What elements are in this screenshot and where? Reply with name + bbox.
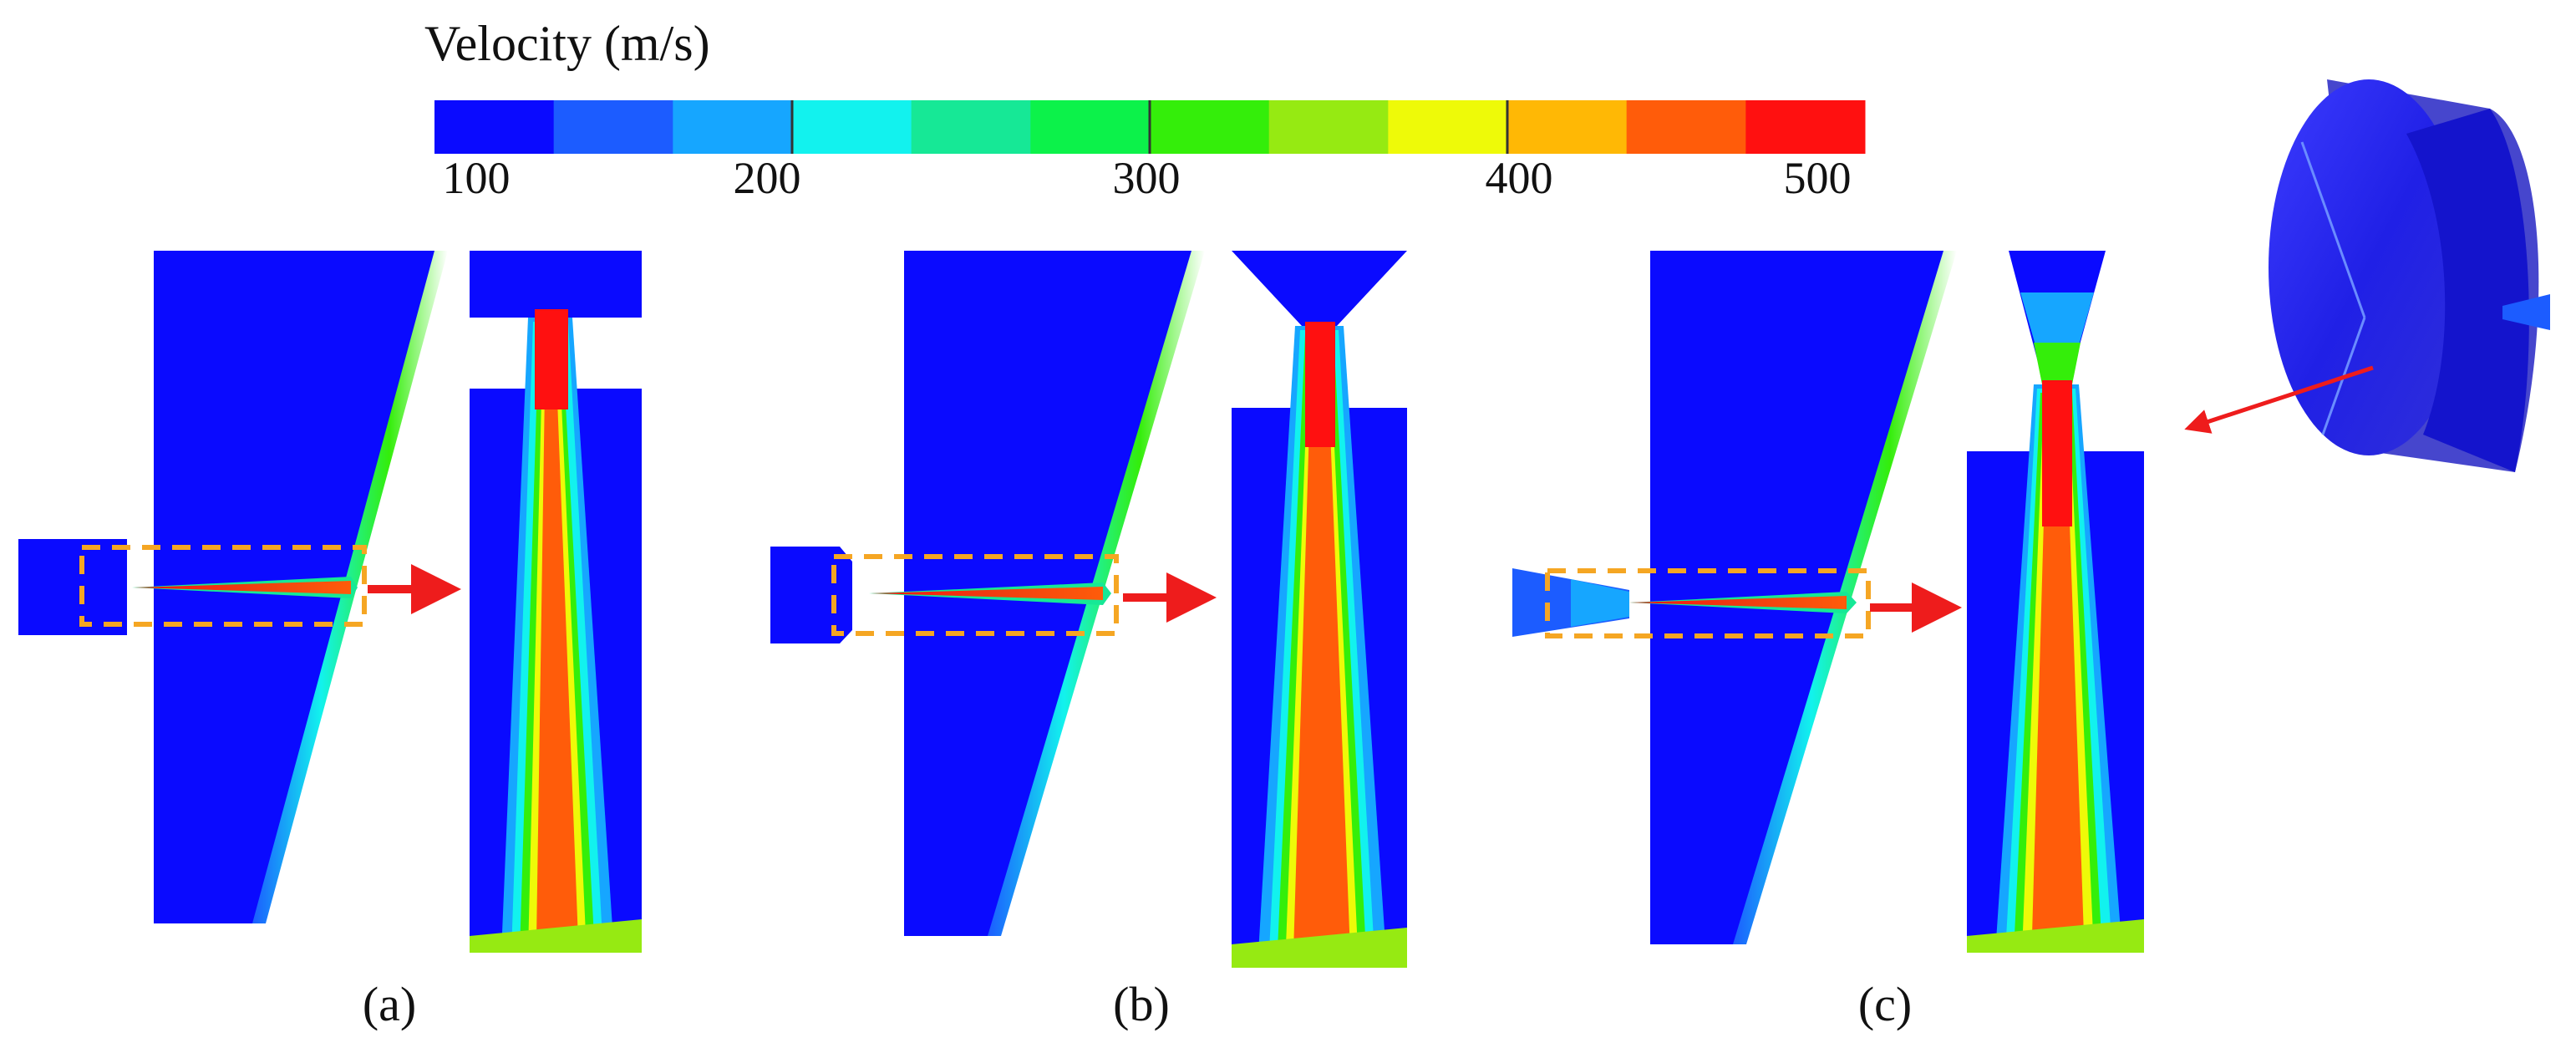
inlet-cone-mid-c	[1571, 579, 1629, 627]
colorbar-swatch	[434, 100, 555, 154]
zoom-cone-mid-c	[2020, 292, 2094, 351]
inlet-block-b	[770, 547, 852, 643]
disk-highlight-1	[2300, 141, 2366, 318]
colorbar-swatch	[1745, 100, 1866, 154]
colorbar-swatch	[553, 100, 673, 154]
jet-core-b	[871, 587, 1103, 600]
colorbar-tick-400: 400	[1485, 153, 1553, 203]
colorbar-swatch	[1268, 100, 1389, 154]
disk-face	[2269, 79, 2469, 455]
zoom-top-block-a	[470, 251, 642, 318]
highlight-box-a	[79, 545, 367, 627]
plume-core-a	[536, 334, 578, 940]
colorbar	[434, 100, 1866, 154]
inlet-block-a	[18, 539, 127, 635]
colorbar-tick-100: 100	[442, 153, 511, 203]
colorbar-swatch	[673, 100, 793, 154]
plume-throat-a	[535, 309, 568, 409]
disk-nozzle	[2502, 294, 2550, 330]
highlight-box-b	[831, 554, 1119, 636]
panel-c	[1512, 251, 2144, 953]
colorbar-swatch	[1626, 100, 1746, 154]
disk-cut	[2406, 109, 2529, 472]
zoom-wall-c	[1967, 919, 2144, 953]
plume-throat-c	[2042, 380, 2072, 526]
colorbar-swatch	[792, 100, 912, 154]
highlight-box-c	[1545, 568, 1871, 638]
zoom-cone-inner-c	[2034, 343, 2081, 384]
disk-3d-view	[2184, 79, 2550, 472]
colorbar-swatch	[1030, 100, 1151, 154]
colorbar-tick-200: 200	[733, 153, 801, 203]
disk-pointer-arrow	[2184, 365, 2374, 434]
colorbar-tick-500: 500	[1783, 153, 1852, 203]
plume-core-b	[1293, 343, 1350, 953]
jet-core-a	[134, 581, 351, 594]
zoom-top-block-b	[1232, 251, 1407, 326]
colorbar-swatch	[1150, 100, 1270, 154]
plume-core-c	[2032, 401, 2084, 936]
plume-throat-b	[1305, 322, 1335, 447]
zoom-wall-a	[470, 919, 642, 953]
colorbar-swatch	[1507, 100, 1628, 154]
panel-b	[770, 251, 1407, 968]
colorbar-swatch	[1388, 100, 1508, 154]
panel-label-c: (c)	[1857, 977, 1913, 1031]
colorbar-tick-300: 300	[1112, 153, 1181, 203]
panel-a	[18, 251, 642, 953]
colorbar-title: Velocity (m/s)	[424, 16, 710, 71]
colorbar-swatch	[911, 100, 1031, 154]
panel-label-b: (b)	[1113, 977, 1170, 1031]
jet-core-c	[1629, 596, 1847, 609]
panel-label-a: (a)	[362, 977, 417, 1031]
zoom-wall-b	[1232, 928, 1407, 968]
